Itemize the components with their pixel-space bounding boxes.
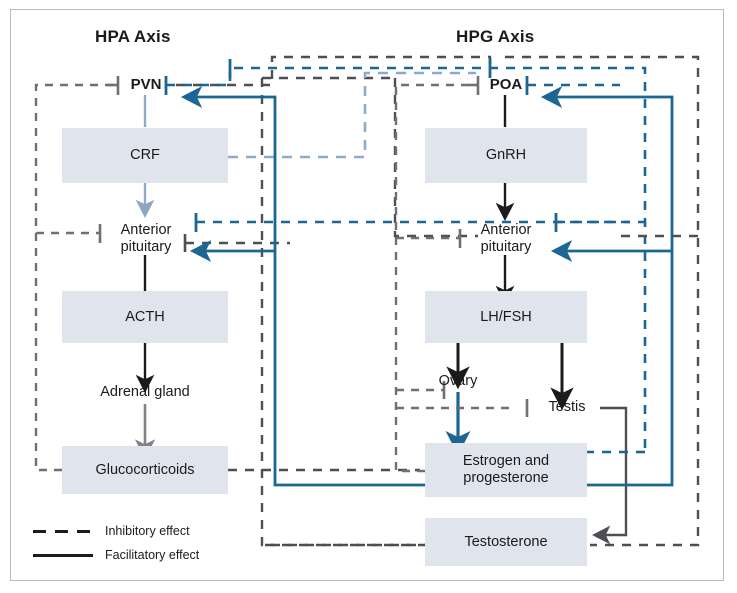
legend-facilitatory-label: Facilitatory effect — [105, 548, 200, 562]
node-lh-fsh: LH/FSH — [425, 291, 587, 343]
legend-solid-swatch — [33, 549, 93, 561]
hpa-anterior-pituitary-line1: Anterior — [120, 222, 172, 238]
node-lh-fsh-label: LH/FSH — [480, 308, 532, 325]
crf-to-poa-connector — [228, 71, 476, 159]
node-crf-label: CRF — [130, 147, 160, 164]
estrogen-line2: progesterone — [463, 470, 549, 486]
hpg-axis-title: HPG Axis — [456, 27, 535, 46]
legend-inhibitory-label: Inhibitory effect — [105, 524, 190, 538]
node-glucocorticoids-label: Glucocorticoids — [95, 461, 195, 478]
node-hpa-anterior-pituitary: Anterior pituitary — [108, 222, 184, 255]
node-pvn: PVN — [130, 76, 162, 93]
estrogen-facilitatory-to-hpg — [540, 86, 674, 487]
node-testosterone: Testosterone — [425, 518, 587, 566]
legend-dashed-swatch — [33, 525, 93, 537]
blue-inhibitory-ticks — [164, 59, 558, 232]
node-testosterone-label: Testosterone — [464, 533, 548, 550]
estrogen-facilitatory-to-hpa — [180, 86, 425, 487]
hpa-anterior-pituitary-line2: pituitary — [120, 238, 172, 255]
inhibitory-tick-pvn-left — [108, 76, 120, 95]
node-hpg-anterior-pituitary: Anterior pituitary — [468, 222, 544, 255]
hpg-facilitatory-chain — [445, 95, 574, 456]
right-inhibitory-trunk — [505, 55, 700, 547]
node-ovary: Ovary — [438, 373, 478, 389]
node-gnrh: GnRH — [425, 128, 587, 183]
node-testis: Testis — [548, 399, 586, 415]
testis-to-testosterone-connector — [592, 406, 628, 545]
legend-item-facilitatory: Facilitatory effect — [33, 543, 243, 567]
hpg-left-inhibitory-trunk — [394, 83, 510, 473]
glucocorticoid-feedback-to-hpg — [228, 76, 478, 547]
inhibitory-tick-poa-left — [468, 76, 480, 95]
node-glucocorticoids: Glucocorticoids — [62, 446, 228, 494]
gonadal-feedback-to-pvn — [176, 55, 492, 87]
hpg-anterior-pituitary-line1: Anterior — [480, 222, 532, 238]
hpa-axis-title: HPA Axis — [95, 27, 171, 46]
node-acth: ACTH — [62, 291, 228, 343]
node-gnrh-label: GnRH — [485, 147, 527, 164]
node-acth-label: ACTH — [125, 308, 165, 325]
legend: Inhibitory effect Facilitatory effect — [33, 519, 243, 567]
node-crf: CRF — [62, 128, 228, 183]
glucocorticoid-negative-feedback-left — [34, 83, 118, 472]
node-adrenal-gland: Adrenal gland — [100, 384, 190, 400]
node-poa: POA — [489, 76, 523, 93]
estrogen-line1: Estrogen and — [462, 453, 550, 470]
blue-inhibitory-network — [166, 66, 647, 454]
node-estrogen-progesterone: Estrogen and progesterone — [425, 443, 587, 497]
legend-item-inhibitory: Inhibitory effect — [33, 519, 243, 543]
hpg-anterior-pituitary-line2: pituitary — [480, 238, 532, 255]
